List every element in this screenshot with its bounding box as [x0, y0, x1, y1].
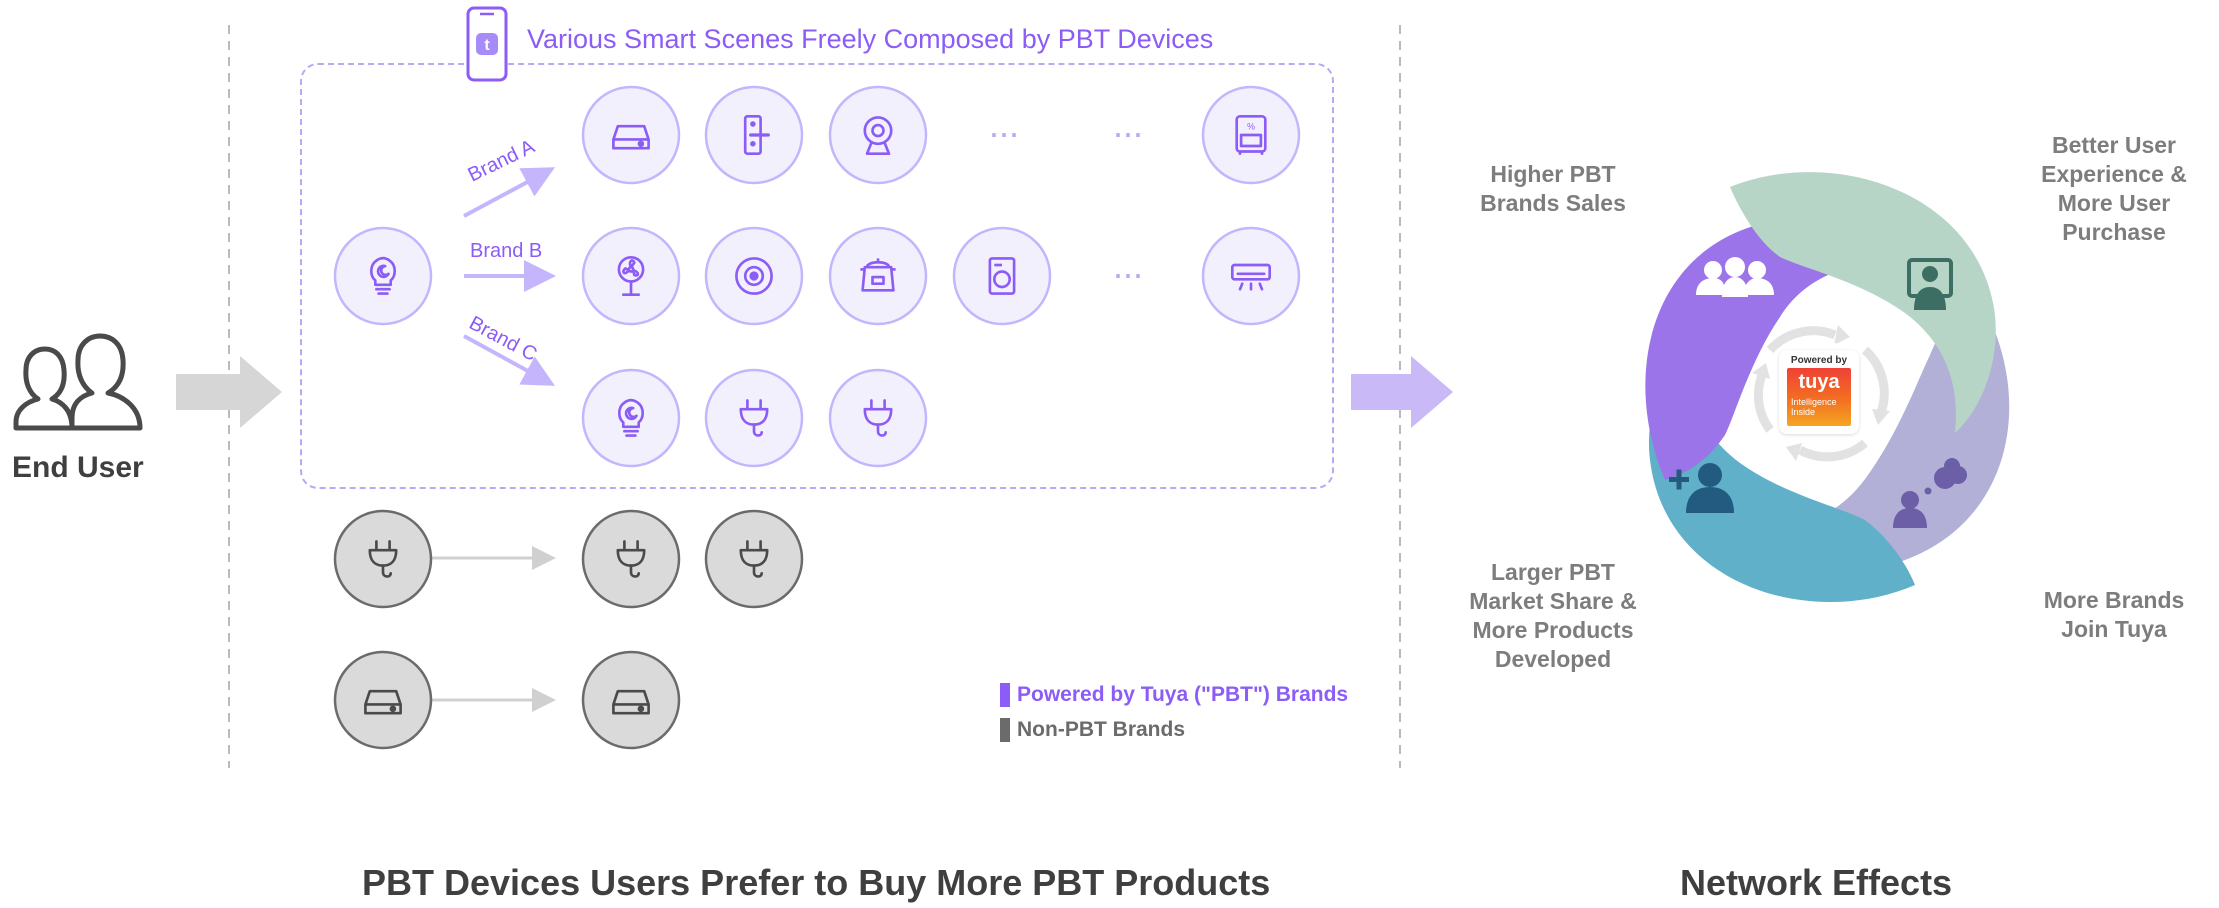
screen-user-icon [1907, 258, 1953, 310]
legend-non-pbt: Non-PBT Brands [1000, 718, 1185, 742]
add-user-icon [1669, 463, 1734, 513]
left-caption: PBT Devices Users Prefer to Buy More PBT… [362, 862, 1271, 903]
scene-header: Various Smart Scenes Freely Composed by … [527, 24, 1214, 54]
legend-pbt-label: Powered by Tuya ("PBT") Brands [1017, 683, 1349, 706]
phone-icon: t [466, 6, 508, 82]
end-user-label: End User [12, 451, 144, 484]
camera-icon [828, 85, 928, 185]
robot-vacuum-icon [704, 226, 804, 326]
tuya-badge-logo: tuya Intelligence Inside [1787, 368, 1851, 426]
legend-non-pbt-label: Non-PBT Brands [1017, 718, 1185, 741]
wheel-segment-lavender [1750, 300, 2010, 572]
group-icon [1696, 257, 1774, 297]
tuya-badge-top: Powered by [1790, 355, 1848, 366]
tuya-badge: Powered by tuya Intelligence Inside [1779, 350, 1859, 434]
smart-bulb-icon [333, 226, 433, 326]
door-lock-icon [704, 85, 804, 185]
non-pbt-plug-icon [581, 509, 681, 609]
non-pbt-gateway-icon [333, 650, 433, 750]
brand-b-label: Brand B [470, 240, 543, 262]
ellipsis: ··· [988, 112, 1020, 153]
pbt-scene-box [300, 63, 1334, 489]
oven-icon [1201, 85, 1301, 185]
end-user-icon [13, 333, 143, 431]
rice-cooker-icon [828, 226, 928, 326]
legend-pbt: Powered by Tuya ("PBT") Brands [1000, 683, 1348, 707]
wheel-segment-green [1730, 172, 1996, 433]
ellipsis: ··· [1112, 253, 1144, 294]
non-pbt-plug-icon [333, 509, 433, 609]
fan-icon [581, 226, 681, 326]
ellipsis: ··· [1112, 112, 1144, 153]
tuya-badge-bottom1: Intelligence [1791, 397, 1837, 407]
svg-text:t: t [484, 37, 490, 54]
smart-plug-icon [828, 368, 928, 468]
tuya-badge-bottom2: Inside [1791, 407, 1816, 417]
wheel-segment-blue [1648, 343, 1915, 603]
gray-arrow [176, 356, 282, 428]
right-caption: Network Effects [1680, 862, 1953, 903]
purple-arrow [1351, 356, 1453, 428]
gateway-device-icon [581, 85, 681, 185]
smart-plug-icon [704, 368, 804, 468]
air-conditioner-icon [1201, 226, 1301, 326]
smart-bulb-icon [581, 368, 681, 468]
washing-machine-icon [952, 226, 1052, 326]
legend-non-pbt-swatch [1000, 718, 1010, 742]
non-pbt-plug-icon [704, 509, 804, 609]
non-pbt-gateway-icon [581, 650, 681, 750]
thinking-user-icon [1893, 458, 1967, 528]
tuya-badge-brand: tuya [1798, 371, 1840, 393]
legend-pbt-swatch [1000, 683, 1010, 707]
